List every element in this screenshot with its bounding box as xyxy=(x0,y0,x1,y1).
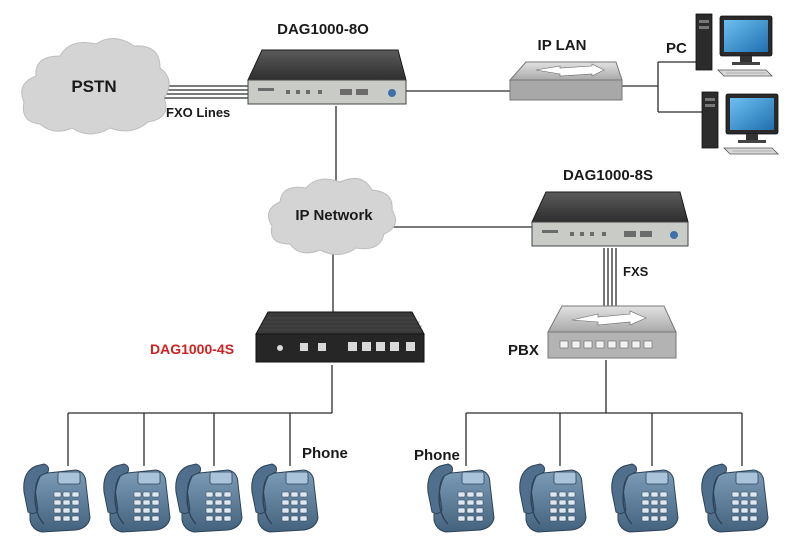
pbx-device xyxy=(547,305,677,359)
dag1000-4s-label: DAG1000-4S xyxy=(150,341,234,357)
dag1000-8o-device xyxy=(247,49,407,105)
right-phones xyxy=(427,463,769,533)
ip-lan-label: IP LAN xyxy=(538,37,587,54)
fxo-lines-label: FXO Lines xyxy=(166,105,230,120)
pc-bottom-icon xyxy=(701,91,779,155)
pstn-label: PSTN xyxy=(71,77,116,96)
pbx-label: PBX xyxy=(508,342,539,359)
phone-icon xyxy=(251,463,319,533)
ip-lan-switch xyxy=(508,61,623,101)
fxs-label: FXS xyxy=(623,264,649,279)
connection-lines xyxy=(67,61,743,466)
pc-label: PC xyxy=(666,40,687,57)
phone-icon xyxy=(23,463,91,533)
ip-network-label: IP Network xyxy=(295,207,373,224)
right-phone-wires xyxy=(465,360,743,466)
phone-icon xyxy=(427,463,495,533)
dag1000-8s-label: DAG1000-8S xyxy=(563,167,653,184)
pstn-cloud: PSTN xyxy=(21,38,170,135)
dag1000-4s-device xyxy=(255,311,425,363)
phone-icon xyxy=(701,463,769,533)
phone-label-right: Phone xyxy=(414,447,460,464)
fxo-lines xyxy=(156,85,248,99)
left-phones xyxy=(23,463,319,533)
dag1000-8s-device xyxy=(531,191,689,247)
phone-icon xyxy=(519,463,587,533)
ip-network-cloud-shape xyxy=(267,177,397,255)
pc-top-icon xyxy=(695,13,773,77)
dag1000-8o-label: DAG1000-8O xyxy=(277,21,369,38)
left-phone-wires xyxy=(67,365,333,466)
phone-icon xyxy=(103,463,171,533)
phone-label-left: Phone xyxy=(302,445,348,462)
fxs-lines xyxy=(603,248,617,312)
phone-icon xyxy=(611,463,679,533)
ip-network-cloud: IP Network xyxy=(267,177,397,255)
pstn-cloud-shape xyxy=(21,38,170,135)
phone-icon xyxy=(175,463,243,533)
